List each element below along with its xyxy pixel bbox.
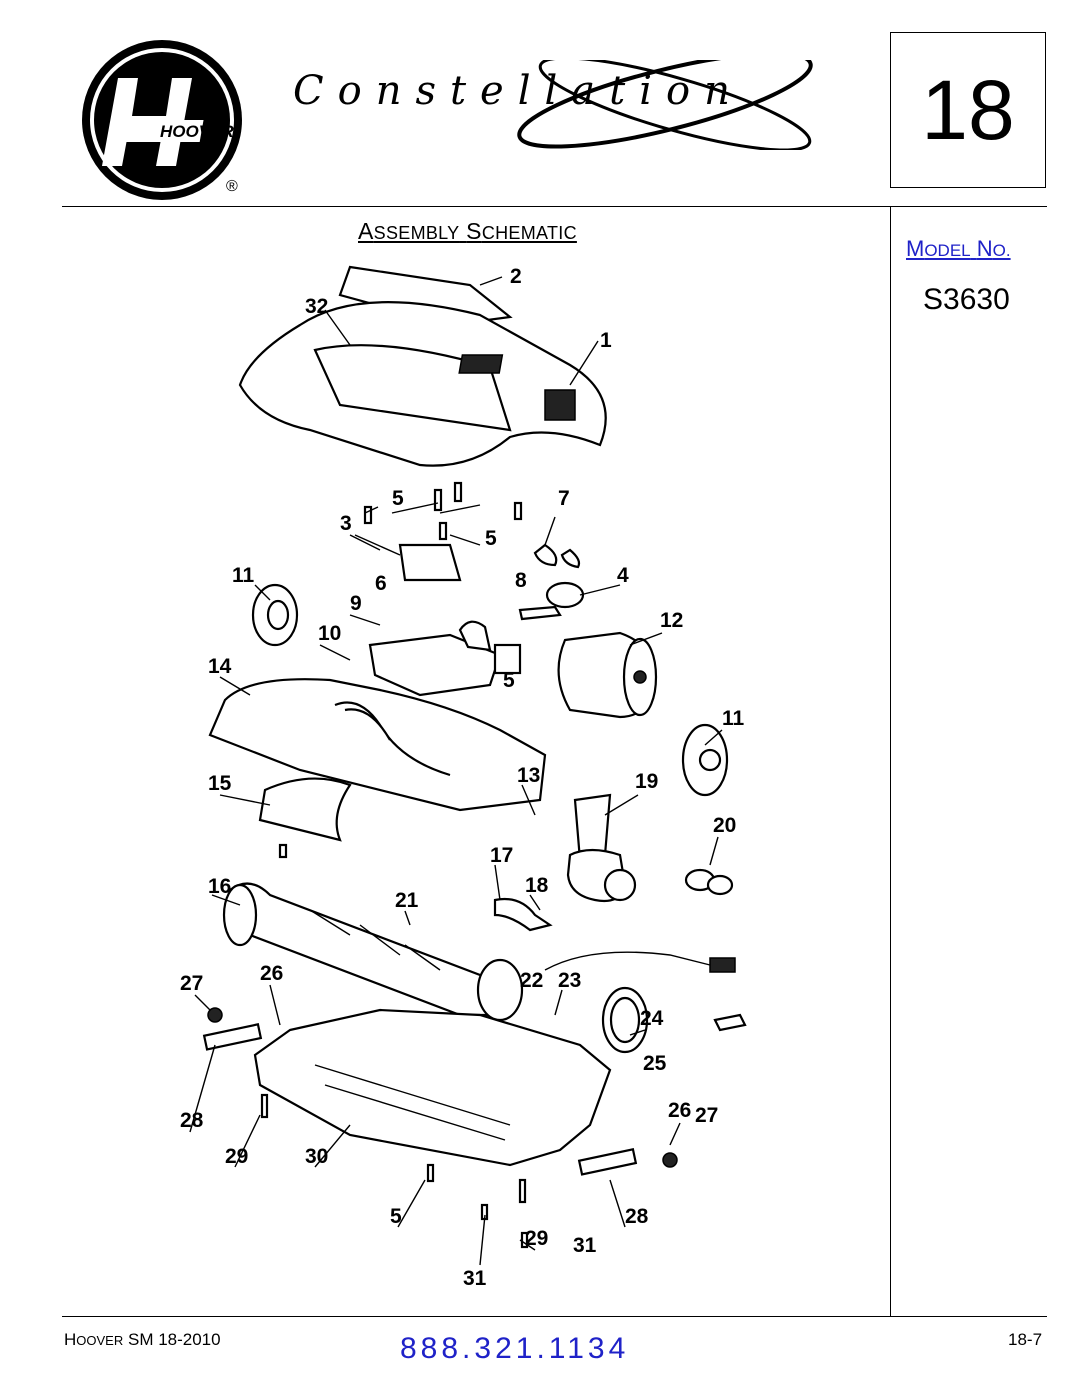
page-title: ASSEMBLY SCHEMATIC [358, 218, 577, 244]
callout-28b: 28 [625, 1205, 649, 1228]
part-screws-upper [363, 481, 523, 541]
part-wheel-right [681, 723, 729, 797]
callout-20: 20 [713, 814, 736, 837]
callout-28a: 28 [180, 1109, 204, 1132]
callout-3: 3 [340, 512, 352, 535]
callout-4: 4 [617, 564, 629, 587]
callout-8: 8 [515, 569, 527, 592]
part-motor-housing [368, 605, 562, 697]
page-number-box: 18 [890, 32, 1046, 188]
callout-19: 19 [635, 770, 658, 793]
constellation-wordmark: Constellation [293, 60, 813, 150]
assembly-schematic-diagram: 2 32 1 5 7 3 5 11 6 8 4 9 12 10 14 5 11 … [180, 265, 747, 1290]
part-clamp [684, 868, 734, 896]
part-switch-assembly [354, 534, 585, 609]
callout-27b: 27 [695, 1104, 718, 1127]
part-base-housing [208, 678, 547, 812]
part-bottom-plate [253, 1008, 612, 1167]
callout-30: 30 [305, 1145, 328, 1168]
footer-page-ref: 18-7 [1008, 1330, 1043, 1349]
callout-23: 23 [558, 969, 581, 992]
part-lower-screws [260, 1013, 747, 1249]
model-number-value: S3630 [923, 283, 1010, 316]
footer-phone-number[interactable]: 888.321.1134 [400, 1332, 630, 1365]
callout-14: 14 [208, 655, 232, 678]
callout-1: 1 [600, 329, 612, 352]
part-cord [544, 951, 736, 973]
callout-31a: 31 [573, 1234, 597, 1257]
header-divider [62, 206, 1047, 207]
part-hood-cover [238, 265, 607, 467]
callout-26a: 26 [260, 962, 283, 985]
callout-9: 9 [350, 592, 362, 615]
callout-16: 16 [208, 875, 231, 898]
callout-11b: 11 [722, 707, 745, 730]
callout-27a: 27 [180, 972, 203, 995]
part-motor [557, 631, 658, 719]
hoover-logo: HOOVER [82, 40, 242, 200]
callout-24: 24 [640, 1007, 664, 1030]
part-agitator [222, 882, 524, 1022]
part-brush-strips [202, 1007, 678, 1176]
callout-labels: 2 32 1 5 7 3 5 11 6 8 4 9 12 10 14 5 11 … [180, 265, 745, 1290]
callout-13: 13 [517, 764, 540, 787]
callout-5b: 5 [485, 527, 497, 550]
callout-12: 12 [660, 609, 683, 632]
callout-18: 18 [525, 874, 549, 897]
callout-6: 6 [375, 572, 387, 595]
callout-5c: 5 [503, 669, 515, 692]
callout-11a: 11 [232, 564, 255, 587]
callout-5d: 5 [390, 1205, 402, 1228]
part-belt [601, 986, 649, 1054]
leader-lines [189, 276, 723, 1266]
callout-17: 17 [490, 844, 513, 867]
callout-26b: 26 [668, 1099, 691, 1122]
sidebar-divider [890, 206, 891, 1316]
part-belt-cover [258, 777, 352, 859]
callout-10: 10 [318, 622, 341, 645]
callout-32: 32 [305, 295, 328, 318]
callout-22: 22 [520, 969, 543, 992]
model-number-link[interactable]: MODEL NO. [906, 236, 1011, 261]
part-hose-elbow [566, 793, 637, 903]
part-belt-guard [493, 897, 553, 932]
svg-text:HOOVER: HOOVER [160, 122, 234, 141]
page-number: 18 [921, 62, 1015, 157]
callout-15: 15 [208, 772, 232, 795]
callout-7: 7 [558, 487, 570, 510]
callout-2: 2 [510, 265, 522, 288]
callout-31b: 31 [463, 1267, 487, 1290]
callout-29b: 29 [525, 1227, 548, 1250]
registered-mark: ® [226, 178, 238, 195]
callout-21: 21 [395, 889, 419, 912]
footer-divider [62, 1316, 1047, 1317]
callout-5a: 5 [392, 487, 404, 510]
part-wheel-left [251, 583, 299, 647]
footer-document-ref: HOOVER SM 18-2010 [64, 1330, 221, 1349]
callout-25: 25 [643, 1052, 667, 1075]
svg-text:Constellation: Constellation [293, 68, 744, 114]
